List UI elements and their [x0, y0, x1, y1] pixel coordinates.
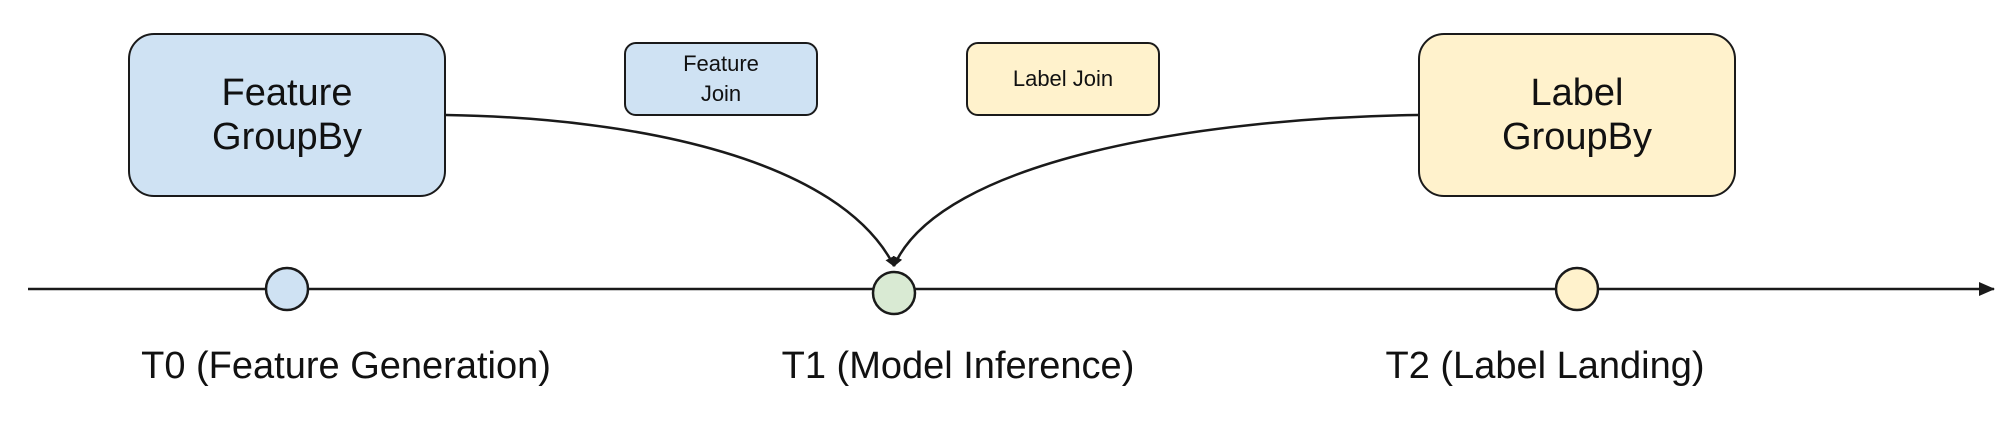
t0-label: T0 (Feature Generation): [141, 345, 551, 387]
t1-marker: [871, 270, 917, 316]
label-join-box: Label Join: [966, 42, 1160, 116]
feature-to-t1-arrow: [445, 113, 896, 267]
t0-marker: [264, 266, 310, 312]
t1-label: T1 (Model Inference): [781, 345, 1135, 387]
t2-marker: [1554, 266, 1600, 312]
feature-groupby-label: Feature GroupBy: [212, 72, 362, 158]
label-groupby-box: Label GroupBy: [1418, 33, 1736, 197]
label-groupby-label: Label GroupBy: [1502, 72, 1652, 158]
feature-join-box: Feature Join: [624, 42, 818, 116]
t2-label: T2 (Label Landing): [1385, 345, 1705, 387]
feature-groupby-box: Feature GroupBy: [128, 33, 446, 197]
feature-join-label: Feature Join: [683, 51, 759, 106]
label-to-t1-arrow: [892, 113, 1419, 267]
label-join-label: Label Join: [1012, 66, 1114, 91]
